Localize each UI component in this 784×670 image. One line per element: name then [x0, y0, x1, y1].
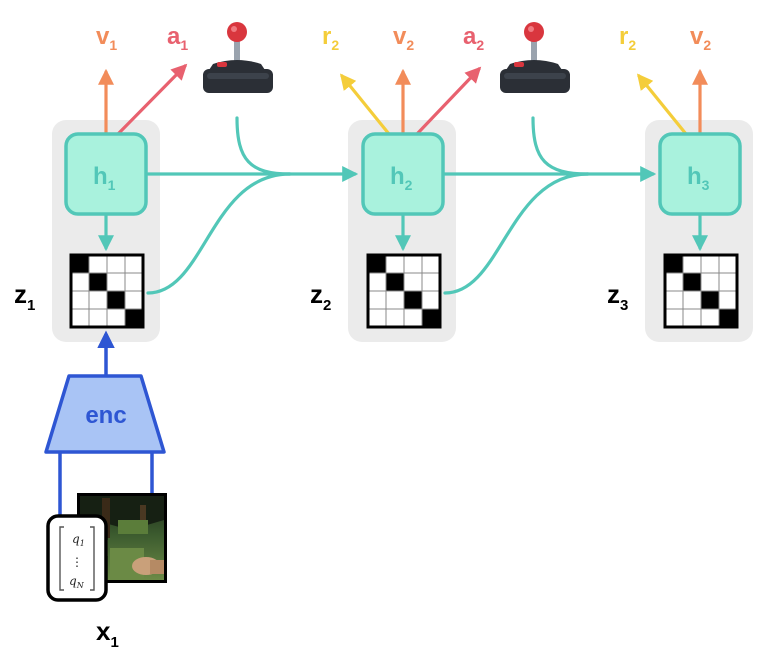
z1-label: z1	[14, 279, 35, 314]
vector-bottom-entry: qN	[69, 574, 85, 590]
grid-cell	[664, 308, 684, 328]
x1-label: x1	[96, 616, 119, 651]
action1-to-h2-edge	[235, 116, 292, 176]
grid-cell	[124, 308, 144, 328]
grid-cell	[682, 308, 702, 328]
z1-to-h2-edge	[146, 172, 292, 295]
grid-cell	[664, 254, 684, 274]
grid-cell	[385, 272, 405, 292]
grid-cell	[385, 308, 405, 328]
grid-cell	[421, 290, 441, 310]
z1-latent-grid	[69, 253, 145, 329]
grid-cell	[367, 272, 387, 292]
h2-node	[361, 132, 445, 216]
grid-cell	[106, 290, 126, 310]
h2-to-a2-arrow	[415, 66, 482, 136]
grid-cell	[367, 254, 387, 274]
grid-cell	[124, 254, 144, 274]
a1-label: a1	[167, 23, 188, 53]
grid-cell	[682, 254, 702, 274]
grid-cell	[124, 290, 144, 310]
v1-label: v1	[96, 23, 117, 53]
h2-label: h2	[390, 163, 413, 193]
encoder-block	[44, 374, 166, 454]
z2-to-h3-edge	[443, 172, 590, 295]
grid-border	[663, 253, 739, 329]
h1-to-a1-arrow	[116, 63, 188, 136]
z3-latent-grid	[663, 253, 739, 329]
grid-cell	[106, 308, 126, 328]
grid-cell	[403, 290, 423, 310]
h1-label: h1	[93, 163, 116, 193]
grid-cell	[367, 308, 387, 328]
grid-cell	[421, 272, 441, 292]
grid-cell	[88, 308, 108, 328]
joystick-icon	[203, 22, 273, 93]
grid-cell	[682, 272, 702, 292]
z3-label: z3	[607, 279, 628, 314]
grid-cell	[403, 272, 423, 292]
grid-border	[366, 253, 442, 329]
grid-cell	[700, 290, 720, 310]
grid-cell	[70, 290, 90, 310]
grid-cell	[700, 308, 720, 328]
grid-cell	[664, 272, 684, 292]
grid-cell	[700, 254, 720, 274]
grid-cell	[88, 254, 108, 274]
vector-top-entry: q1	[72, 532, 85, 548]
z2-label: z2	[310, 279, 331, 314]
grid-cell	[421, 308, 441, 328]
grid-cell	[421, 254, 441, 274]
h1-node	[64, 132, 148, 216]
grid-cell	[718, 254, 738, 274]
h2-to-r2-arrow	[339, 73, 391, 136]
a2-label: a2	[463, 23, 484, 53]
grid-cell	[403, 254, 423, 274]
grid-cell	[124, 272, 144, 292]
encoder-label: enc	[85, 402, 126, 429]
grid-cell	[385, 254, 405, 274]
h3-node	[658, 132, 742, 216]
grid-cell	[70, 308, 90, 328]
grid-cell	[106, 254, 126, 274]
z2-latent-grid	[366, 253, 442, 329]
grid-cell	[700, 272, 720, 292]
grid-cell	[664, 290, 684, 310]
grid-cell	[718, 272, 738, 292]
grid-cell	[403, 308, 423, 328]
grid-cell	[106, 272, 126, 292]
grid-border	[69, 253, 145, 329]
grid-cell	[70, 254, 90, 274]
r2-label-step3: r2	[619, 23, 636, 53]
grid-cell	[385, 290, 405, 310]
r2-label-step2: r2	[322, 23, 339, 53]
grid-cell	[718, 308, 738, 328]
v2-label-step3: v2	[690, 23, 711, 53]
grid-cell	[718, 290, 738, 310]
v2-label-step2: v2	[393, 23, 414, 53]
h3-to-r2-arrow	[636, 73, 688, 136]
grid-cell	[88, 272, 108, 292]
action2-to-h3-edge	[531, 116, 590, 176]
joystick-icon	[500, 22, 570, 93]
vector-dots: ⋮	[71, 555, 83, 569]
h3-label: h3	[687, 163, 710, 193]
state-vector: q1 ⋮ qN	[46, 514, 108, 602]
grid-cell	[682, 290, 702, 310]
grid-cell	[367, 290, 387, 310]
grid-cell	[70, 272, 90, 292]
grid-cell	[88, 290, 108, 310]
